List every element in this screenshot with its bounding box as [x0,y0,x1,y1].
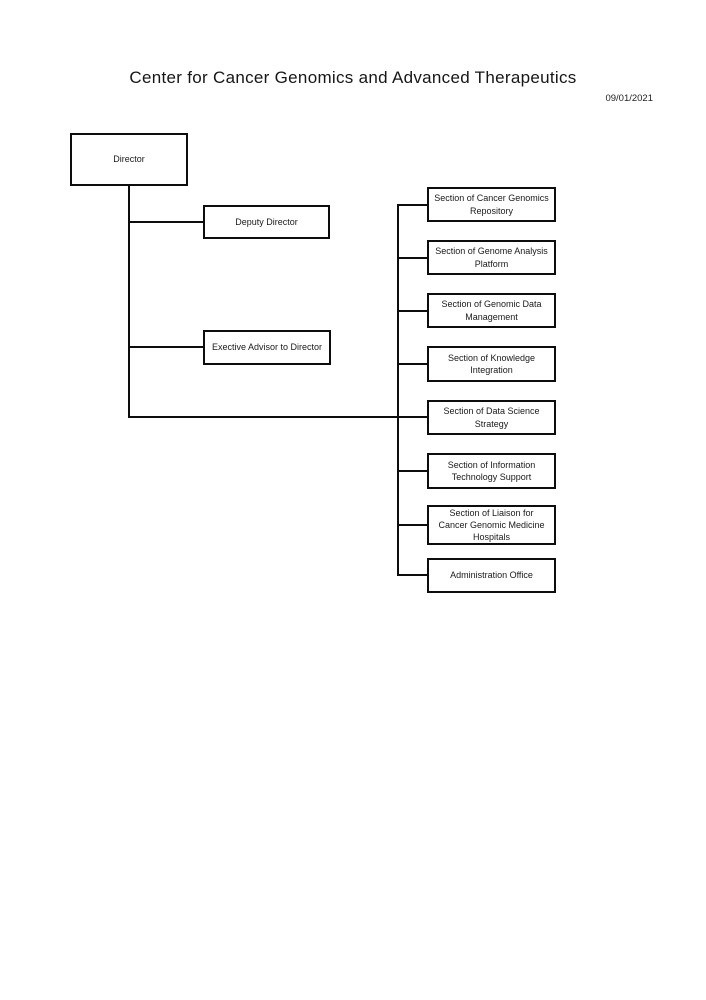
page-title: Center for Cancer Genomics and Advanced … [129,68,577,87]
connector-stub-liaison [397,524,427,526]
node-section-information-technology-support: Section of Information Technology Suppor… [427,453,556,489]
connector-stub-it-support [397,470,427,472]
connector-sections-spine [397,204,399,576]
node-section-data-science-strategy: Section of Data Science Strategy [427,400,556,435]
connector-director-trunk [128,186,130,417]
node-administration-office: Administration Office [427,558,556,593]
connector-stub-management [397,310,427,312]
connector-to-advisor [128,346,203,348]
connector-to-deputy [128,221,203,223]
connector-stub-platform [397,257,427,259]
node-director: Director [70,133,188,186]
node-executive-advisor: Exective Advisor to Director [203,330,331,365]
connector-stub-repository [397,204,427,206]
node-section-genomic-data-management: Section of Genomic Data Management [427,293,556,328]
date-label: 09/01/2021 [605,93,653,104]
connector-main-horizontal [128,416,427,418]
node-section-genome-analysis-platform: Section of Genome Analysis Platform [427,240,556,275]
node-section-cancer-genomics-repository: Section of Cancer Genomics Repository [427,187,556,222]
connector-stub-admin-office [397,574,427,576]
node-deputy-director: Deputy Director [203,205,330,239]
node-section-liaison-hospitals: Section of Liaison for Cancer Genomic Me… [427,505,556,545]
connector-stub-integration [397,363,427,365]
node-section-knowledge-integration: Section of Knowledge Integration [427,346,556,382]
